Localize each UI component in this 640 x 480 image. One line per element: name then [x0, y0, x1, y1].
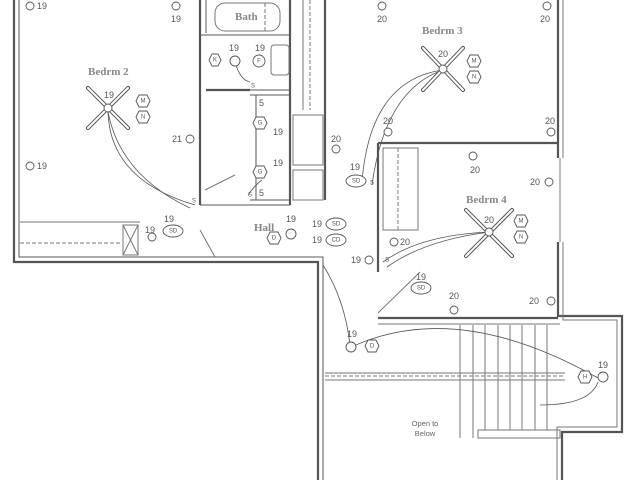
circuit-number: 20	[438, 49, 448, 59]
circuit-number: 19	[164, 214, 174, 224]
smoke-detector: SD	[169, 229, 178, 235]
circuit-number: 19	[312, 219, 322, 229]
circuit-number: 20	[484, 215, 494, 225]
circuit-wiring	[107, 61, 599, 406]
room-label-bath: Bath	[235, 11, 258, 23]
circuit-number: 5	[259, 188, 264, 198]
circuit-number: 19	[312, 235, 322, 245]
symbol-g: G	[258, 170, 263, 176]
staircase	[378, 323, 561, 439]
circuit-number: 19	[347, 329, 357, 339]
walls	[12, 0, 624, 480]
symbol-g: G	[258, 121, 263, 127]
symbol-n: N	[472, 75, 476, 81]
outlets	[25, 1, 609, 383]
open-to-below-note: Below	[415, 429, 436, 438]
circuit-number: 20	[377, 14, 387, 24]
room-label-bedrm2: Bedrm 2	[88, 66, 129, 78]
switch-symbol: S	[251, 84, 255, 90]
circuit-number: 20	[545, 116, 555, 126]
symbol-f: F	[257, 59, 261, 65]
circuit-numbers: 19 19 19 19 19 5 19 21 19 19 5 19 19 19 …	[37, 1, 608, 370]
room-label-bedrm4: Bedrm 4	[466, 194, 507, 206]
switch-symbol: S	[248, 193, 252, 199]
circuit-number: 19	[273, 158, 283, 168]
circuit-number: 5	[259, 98, 264, 108]
symbol-m: M	[141, 99, 146, 105]
smoke-detector: SD	[352, 179, 361, 185]
ceiling-fan-bedrm3	[421, 46, 465, 92]
circuit-number: 20	[400, 237, 410, 247]
symbol-d: D	[272, 236, 277, 242]
ceiling-fan-bedrm2	[86, 86, 130, 130]
smoke-detector: SD	[417, 286, 426, 292]
room-label-hall: Hall	[254, 222, 274, 234]
device-symbols: K F M N G G D M N M N D H SD SD SD CD SD…	[135, 53, 593, 384]
circuit-number: 19	[145, 225, 155, 235]
circuit-number: 20	[540, 14, 550, 24]
circuit-number: 20	[530, 177, 540, 187]
circuit-number: 20	[529, 296, 539, 306]
circuit-number: 19	[351, 255, 361, 265]
symbol-n: N	[519, 235, 523, 241]
switch-symbol: S	[370, 181, 374, 187]
symbol-n: N	[141, 115, 145, 121]
circuit-number: 19	[286, 214, 296, 224]
circuit-number: 19	[350, 162, 360, 172]
symbol-k: K	[213, 58, 217, 64]
circuit-number: 19	[273, 127, 283, 137]
co-detector: CD	[332, 238, 341, 244]
circuit-number: 19	[255, 43, 265, 53]
circuit-number: 20	[449, 291, 459, 301]
symbol-m: M	[472, 59, 477, 65]
ceiling-fan-bedrm4	[464, 208, 514, 258]
switch-symbol: S	[385, 258, 389, 264]
circuit-number: 20	[383, 116, 393, 126]
room-label-bedrm3: Bedrm 3	[422, 25, 463, 37]
symbol-m: M	[519, 219, 524, 225]
circuit-number: 19	[104, 90, 114, 100]
symbol-d: D	[370, 344, 375, 350]
circuit-number: 19	[229, 43, 239, 53]
switch-symbol: S	[192, 199, 196, 205]
symbol-h: H	[583, 375, 587, 381]
circuit-number: 20	[470, 165, 480, 175]
circuit-number: 20	[331, 134, 341, 144]
open-to-below-note: Open to	[412, 419, 439, 428]
circuit-number: 19	[416, 272, 426, 282]
circuit-number: 19	[37, 161, 47, 171]
circuit-number: 19	[171, 14, 181, 24]
circuit-number: 21	[172, 134, 182, 144]
circuit-number: 19	[37, 1, 47, 11]
circuit-number: 19	[598, 360, 608, 370]
smoke-detector: SD	[332, 222, 341, 228]
